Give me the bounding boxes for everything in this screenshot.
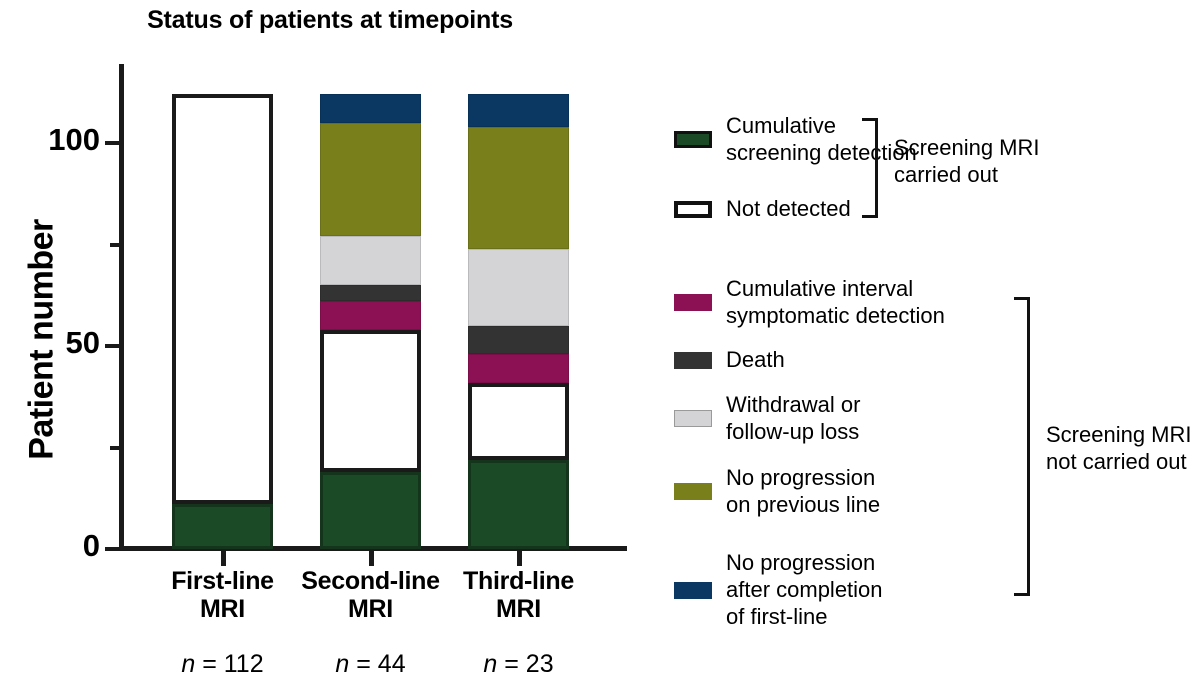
legend-swatch-olive-icon [674, 483, 712, 501]
y-axis-line [119, 64, 124, 551]
legend-swatch-magenta-icon [674, 294, 712, 312]
y-tick-major [105, 344, 121, 348]
bar-segment-magenta [468, 354, 569, 383]
bar-segment-white [172, 94, 273, 505]
bar-segment-green [172, 504, 273, 549]
legend-swatch-grey-icon [674, 410, 712, 428]
legend-item[interactable]: Cumulative screening detection [674, 113, 917, 167]
x-axis-category-label: First-line MRI [171, 567, 274, 623]
y-tick-minor [110, 242, 121, 247]
bar-segment-grey [320, 236, 421, 286]
legend-item[interactable]: Cumulative interval symptomatic detectio… [674, 276, 945, 330]
group-label-not-carried-out: Screening MRI not carried out [1046, 422, 1192, 474]
legend-swatch-white-icon [674, 200, 712, 218]
bar-segment-green [468, 459, 569, 549]
group-label-carried-out: Screening MRI carried out [894, 135, 1040, 187]
legend-item-label: Death [726, 347, 785, 372]
legend-swatch-dark-icon [674, 351, 712, 369]
bar-segment-dark [468, 325, 569, 355]
bar-segment-olive [320, 122, 421, 237]
y-tick-major [105, 547, 121, 551]
x-tick [368, 551, 374, 566]
bar-segment-grey [468, 248, 569, 326]
bar-segment-navy [468, 94, 569, 127]
x-tick [516, 551, 522, 566]
y-tick-label: 50 [65, 325, 100, 360]
bar-segment-olive [468, 126, 569, 249]
y-tick-label: 0 [82, 528, 100, 563]
sample-size-label: n = 112 [181, 650, 264, 678]
legend-item[interactable]: Death [674, 347, 785, 374]
legend-item[interactable]: No progression on previous line [674, 465, 880, 519]
bar-segment-green [320, 471, 421, 549]
legend-item-label: Not detected [726, 196, 851, 221]
legend-item-label: No progression after completion of first… [726, 550, 883, 629]
legend-item-label: Cumulative interval symptomatic detectio… [726, 276, 945, 328]
stacked-bar [320, 60, 421, 549]
x-tick [220, 551, 226, 566]
bar-segment-navy [320, 94, 421, 123]
bar-segment-dark [320, 285, 421, 302]
y-tick-minor [110, 445, 121, 450]
y-tick-major [105, 141, 121, 145]
sample-size-label: n = 44 [335, 650, 406, 678]
x-axis-category-label: Second-line MRI [301, 567, 440, 623]
bracket-screening-carried-out [862, 118, 878, 218]
stacked-bar [468, 60, 569, 549]
bar-segment-white [468, 382, 569, 460]
sample-size-label: n = 23 [483, 650, 554, 678]
legend-item[interactable]: No progression after completion of first… [674, 550, 883, 630]
y-tick-label: 100 [48, 122, 100, 157]
bar-segment-magenta [320, 301, 421, 330]
legend-item-label: No progression on previous line [726, 465, 881, 517]
legend-swatch-green-icon [674, 131, 712, 149]
legend-item[interactable]: Withdrawal or follow-up loss [674, 392, 860, 446]
bracket-screening-not-carried-out [1014, 297, 1030, 596]
stacked-bar [172, 60, 273, 549]
legend-item[interactable]: Not detected [674, 196, 851, 223]
legend-item-label: Withdrawal or follow-up loss [726, 392, 861, 444]
chart-title: Status of patients at timepoints [147, 6, 513, 34]
bar-segment-white [320, 329, 421, 472]
legend-swatch-navy-icon [674, 581, 712, 599]
legend-item-label: Cumulative screening detection [726, 113, 917, 165]
x-axis-category-label: Third-line MRI [463, 567, 574, 623]
